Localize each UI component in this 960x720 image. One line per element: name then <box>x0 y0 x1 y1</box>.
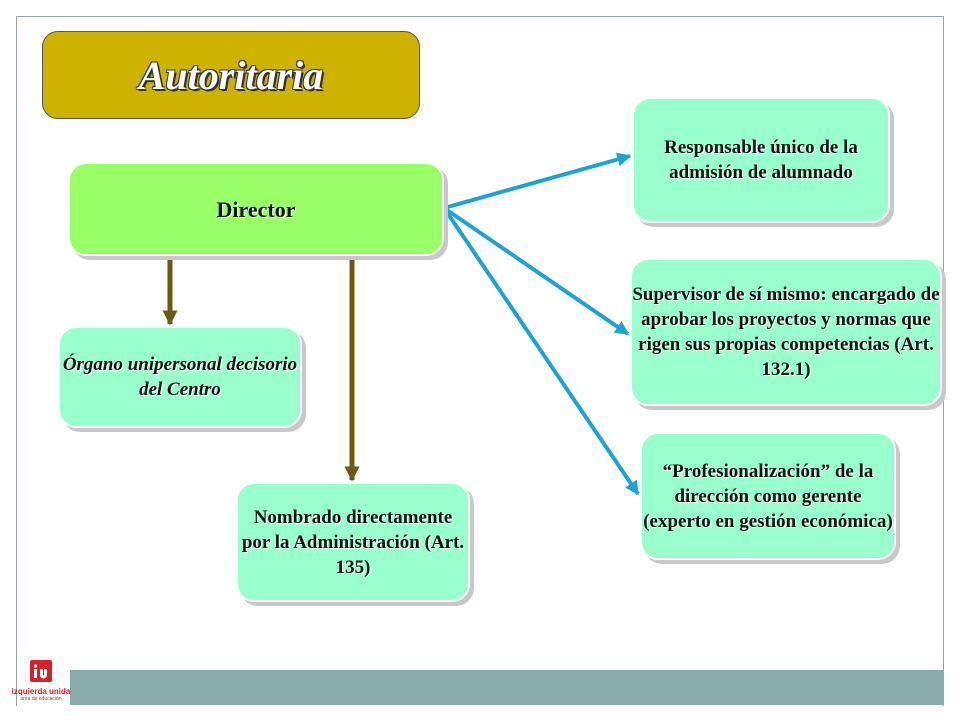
node-responsable: Responsable único de la admisión de alum… <box>632 97 890 223</box>
node-responsable-label: Responsable único de la admisión de alum… <box>664 137 858 183</box>
node-supervisor: Supervisor de sí mismo: encargado de apr… <box>630 258 942 406</box>
title-box: Autoritaria <box>42 31 420 119</box>
node-supervisor-label: Supervisor de sí mismo: encargado de apr… <box>632 284 940 380</box>
node-profesionalizacion: “Profesionalización” de la dirección com… <box>640 432 896 560</box>
arrow-director-profesionalizacion <box>442 206 640 496</box>
arrow-director-supervisor <box>442 206 630 336</box>
slide-frame <box>16 16 944 706</box>
node-profesionalizacion-label: “Profesionalización” de la dirección com… <box>643 460 893 532</box>
arrow-director-responsable <box>443 152 632 210</box>
iu-logo-icon <box>33 664 47 679</box>
node-organo: Órgano unipersonal decisorio del Centro <box>58 326 302 428</box>
logo-text: izquierda unida <box>11 687 71 696</box>
node-organo-label: Órgano unipersonal decisorio del Centro <box>62 354 298 400</box>
node-director-label: Director <box>216 196 296 222</box>
node-nombrado-label: Nombrado directamente por la Administrac… <box>241 506 465 578</box>
node-director: Director <box>68 162 444 256</box>
bottom-bar <box>70 670 944 705</box>
node-nombrado: Nombrado directamente por la Administrac… <box>236 482 470 602</box>
logo: izquierda unida área de educación <box>10 660 72 716</box>
diagram-title: Autoritaria <box>138 52 324 98</box>
logo-subtext: área de educación <box>20 696 62 702</box>
